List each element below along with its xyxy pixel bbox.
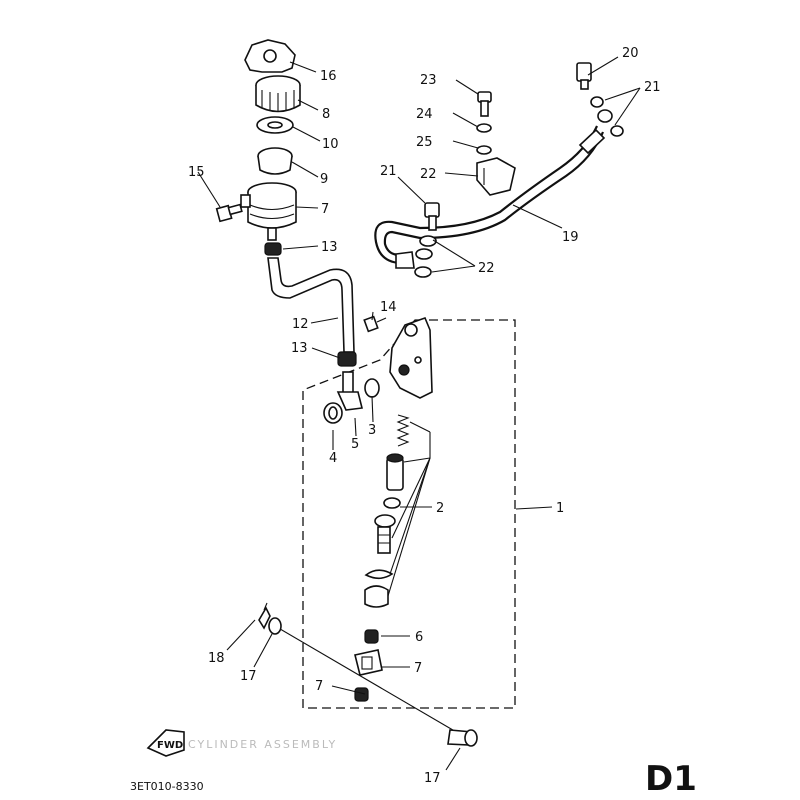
diagram-code: 3ET010-8330 <box>130 780 204 793</box>
faded-caption: CYLINDER ASSEMBLY <box>188 738 337 751</box>
reservoir-hose <box>267 257 355 353</box>
bolt-21 <box>424 202 440 231</box>
piston-cup <box>386 453 404 491</box>
callout-3: 3 <box>368 423 376 438</box>
cap-plate <box>256 116 294 134</box>
bleed-screw-top <box>576 62 592 90</box>
callout-26: 25 <box>416 135 433 150</box>
washer-25 <box>476 123 492 133</box>
cotter-pin <box>258 602 271 630</box>
callout-13-upper: 13 <box>321 240 338 255</box>
fwd-label: FWD <box>157 740 183 751</box>
callout-6: 7 <box>414 661 422 676</box>
callout-5: 5 <box>351 437 359 452</box>
nut-lower <box>354 687 369 702</box>
reservoir-bolt <box>215 203 243 223</box>
brake-hose-inner <box>383 131 605 257</box>
callout-14: 14 <box>380 300 397 315</box>
callout-15: 15 <box>188 165 205 180</box>
callout-23: 22 <box>420 167 437 182</box>
reservoir-cap <box>255 75 301 113</box>
callout-13-lower: 13 <box>291 341 308 356</box>
page-id: D1 <box>645 759 697 799</box>
boot <box>364 585 389 608</box>
callout-11: 10 <box>322 137 339 152</box>
callout-12: 12 <box>292 317 309 332</box>
callout-19: 18 <box>208 651 225 666</box>
washer-2 <box>383 497 401 509</box>
hose-holder <box>476 157 516 196</box>
callout-22-mid: 22 <box>478 261 495 276</box>
assembly-outline <box>302 319 516 709</box>
piston <box>374 514 396 554</box>
callout-10: 9 <box>320 172 328 187</box>
leader-lines <box>197 56 641 771</box>
screw-14 <box>363 315 387 333</box>
callout-25: 24 <box>416 107 433 122</box>
hose-end-lower <box>395 251 415 269</box>
rod-centerline <box>274 625 459 734</box>
diaphragm <box>257 147 293 175</box>
callout-20: 19 <box>562 230 579 245</box>
master-cylinder-body <box>389 316 433 399</box>
copper-washers-top <box>590 96 624 137</box>
fwd-arrow-marker: FWD <box>146 729 185 757</box>
callout-2: 2 <box>436 501 444 516</box>
callout-1: 1 <box>556 501 564 516</box>
body-o-ring <box>364 378 380 398</box>
callout-21-top: 20 <box>622 46 639 61</box>
hose-clamp-lower <box>337 351 357 367</box>
callout-17: 17 <box>424 771 441 786</box>
brake-hose <box>374 125 598 265</box>
callout-4: 4 <box>329 451 337 466</box>
copper-washers-mid <box>414 235 437 278</box>
inlet-o-ring <box>323 402 343 424</box>
callout-numbers: 16 8 10 9 7 15 13 12 13 14 4 5 3 2 1 6 7… <box>188 46 661 786</box>
callout-8: 7 <box>321 202 329 217</box>
inlet-fitting <box>336 371 363 411</box>
hose-clamp-upper <box>264 242 282 256</box>
callout-16: 16 <box>320 69 337 84</box>
callout-21-mid: 21 <box>380 164 397 179</box>
clevis-pin <box>447 729 478 747</box>
hose-end-upper <box>578 128 606 155</box>
washer-26 <box>476 145 492 155</box>
spring <box>396 414 410 447</box>
clevis <box>354 649 383 676</box>
callout-9: 8 <box>322 107 330 122</box>
circlip <box>364 569 394 580</box>
bolt-24 <box>477 91 492 117</box>
callout-24: 23 <box>420 73 437 88</box>
callout-18: 17 <box>240 669 257 684</box>
reservoir-body <box>240 182 297 241</box>
reservoir-cap-cover <box>244 39 296 73</box>
washer-18 <box>268 617 282 635</box>
nut-upper <box>364 629 379 644</box>
callout-22-top: 21 <box>644 80 661 95</box>
callout-7-upper: 6 <box>415 630 423 645</box>
callout-7-lower: 7 <box>315 679 323 694</box>
